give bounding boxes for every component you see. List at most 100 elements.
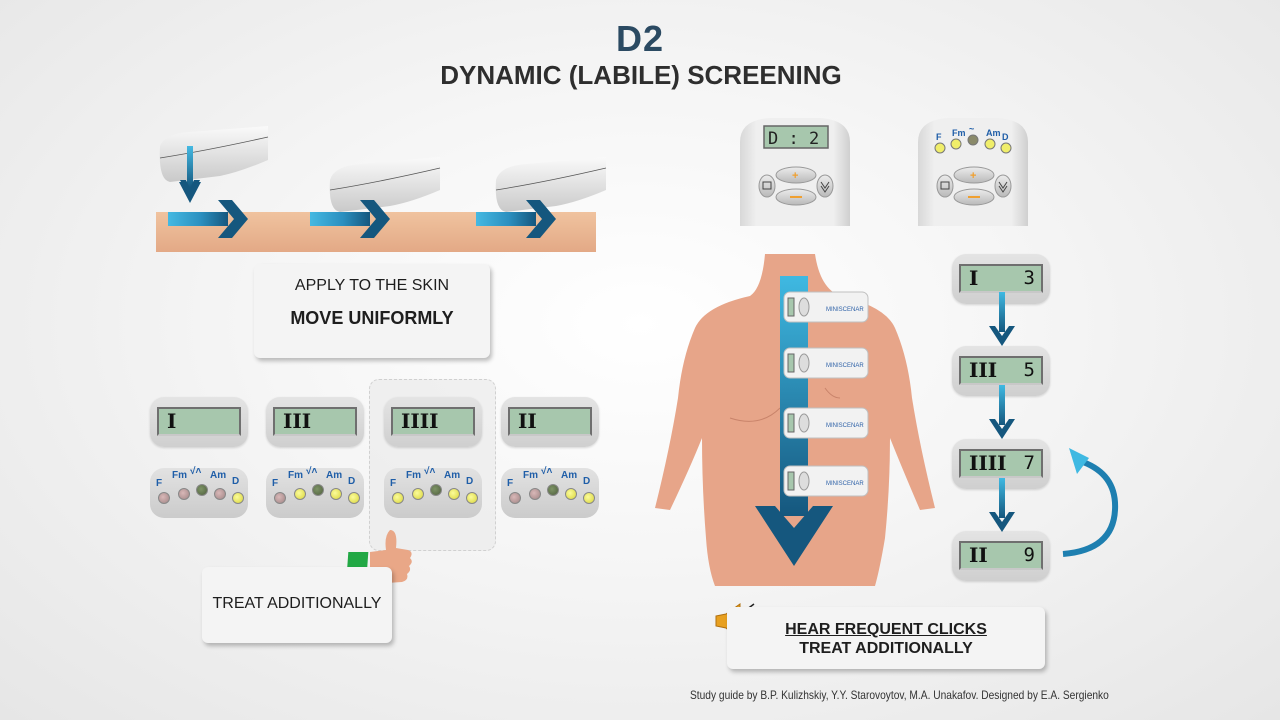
probe-device-1 bbox=[159, 126, 268, 182]
led-on bbox=[583, 492, 595, 504]
lcd-screen: IIII bbox=[391, 407, 475, 436]
square-button bbox=[936, 174, 954, 198]
down-button bbox=[816, 174, 834, 198]
led-label-am: Am bbox=[561, 470, 578, 481]
device-display-text: D : 2 bbox=[768, 129, 819, 149]
spine-arrow-head bbox=[755, 506, 833, 566]
lcd-value: 5 bbox=[1023, 359, 1035, 381]
move-arrow-1 bbox=[168, 200, 248, 238]
lcd-reading-card: III bbox=[266, 397, 364, 447]
lcd-value: 9 bbox=[1023, 544, 1035, 566]
sequence-step: II 9 bbox=[952, 531, 1050, 581]
page-title: D2 bbox=[615, 18, 665, 59]
led-label: Am bbox=[986, 128, 1001, 138]
down-arrow-2 bbox=[989, 385, 1015, 439]
led-on bbox=[330, 488, 342, 500]
brand-label: MINISCENAR bbox=[826, 363, 864, 369]
led bbox=[950, 138, 962, 150]
square-button bbox=[758, 174, 776, 198]
brand-label: MINISCENAR bbox=[826, 423, 864, 429]
led-on bbox=[466, 492, 478, 504]
hear-clicks-text: HEAR FREQUENT CLICKS bbox=[785, 621, 987, 638]
credits-footer: Study guide by B.P. Kulizhskiy, Y.Y. Sta… bbox=[690, 688, 1109, 702]
led-label-am: Am bbox=[444, 470, 461, 481]
led-label: ~ bbox=[969, 124, 974, 134]
led-mid bbox=[312, 484, 324, 496]
led-off bbox=[274, 492, 286, 504]
led-on bbox=[294, 488, 306, 500]
led-label-d: D bbox=[466, 476, 474, 487]
lcd-screen: II 9 bbox=[959, 541, 1043, 570]
led-label-d: D bbox=[348, 476, 356, 487]
lcd-screen: II bbox=[508, 407, 592, 436]
down-arrow-1 bbox=[989, 292, 1015, 346]
led-mid bbox=[547, 484, 559, 496]
led-mid bbox=[196, 484, 208, 496]
led-label-√: √˄ bbox=[424, 466, 436, 477]
led-on bbox=[565, 488, 577, 500]
led-label-√: √˄ bbox=[541, 466, 553, 477]
page-subtitle: DYNAMIC (LABILE) SCREENING bbox=[440, 60, 842, 90]
lcd-value: 3 bbox=[1023, 267, 1035, 289]
lcd-value: 7 bbox=[1023, 452, 1035, 474]
led bbox=[967, 134, 979, 146]
treat-additionally-text: TREAT ADDITIONALLY bbox=[799, 640, 973, 657]
led-off bbox=[509, 492, 521, 504]
led-on bbox=[232, 492, 244, 504]
lcd-screen: I bbox=[157, 407, 241, 436]
led-off bbox=[178, 488, 190, 500]
led-label-fm: Fm bbox=[288, 470, 303, 481]
led-label-fm: Fm bbox=[523, 470, 538, 481]
lcd-roman: I bbox=[969, 266, 979, 290]
hear-clicks-box: HEAR FREQUENT CLICKS TREAT ADDITIONALLY bbox=[727, 607, 1045, 669]
led-label-fm: Fm bbox=[406, 470, 421, 481]
led-on bbox=[392, 492, 404, 504]
mini-device-on-back: MINISCENAR bbox=[783, 465, 869, 497]
lcd-roman: II bbox=[969, 543, 988, 567]
skin-movement-illustration bbox=[156, 126, 607, 252]
led-label-f: F bbox=[390, 478, 397, 489]
led-label-fm: Fm bbox=[172, 470, 187, 481]
brand-label: MINISCENAR bbox=[826, 481, 864, 487]
led-label-am: Am bbox=[326, 470, 343, 481]
svg-text:+: + bbox=[792, 170, 798, 182]
press-down-arrow bbox=[179, 146, 201, 203]
instruction-apply: APPLY TO THE SKIN bbox=[294, 277, 450, 294]
move-arrow-2 bbox=[310, 200, 390, 238]
led-label: D bbox=[1002, 132, 1009, 142]
return-arrow bbox=[1062, 448, 1119, 557]
led bbox=[934, 142, 946, 154]
led-label-d: D bbox=[232, 476, 240, 487]
led-mid bbox=[430, 484, 442, 496]
mini-device-on-back: MINISCENAR bbox=[783, 291, 869, 323]
lcd-screen: III 5 bbox=[959, 356, 1043, 385]
lcd-roman: III bbox=[969, 358, 998, 382]
brand-label: MINISCENAR bbox=[826, 307, 864, 313]
led-label-√: √˄ bbox=[306, 466, 318, 477]
move-arrow-3 bbox=[476, 200, 556, 238]
led-off bbox=[158, 492, 170, 504]
mini-device-on-back: MINISCENAR bbox=[783, 407, 869, 439]
plus-button bbox=[953, 166, 995, 184]
led-on bbox=[412, 488, 424, 500]
lcd-reading-card: I bbox=[150, 397, 248, 447]
lcd-reading-card: II bbox=[501, 397, 599, 447]
led-off bbox=[214, 488, 226, 500]
mini-device-on-back: MINISCENAR bbox=[783, 347, 869, 379]
treat-text: TREAT ADDITIONALLY bbox=[212, 595, 382, 612]
led-label: F bbox=[936, 132, 942, 142]
led-label-d: D bbox=[583, 476, 591, 487]
led-off bbox=[529, 488, 541, 500]
instruction-box: APPLY TO THE SKIN MOVE UNIFORMLY bbox=[254, 264, 490, 358]
led-label-f: F bbox=[507, 478, 514, 489]
led bbox=[984, 138, 996, 150]
led-label-√: √˄ bbox=[190, 466, 202, 477]
